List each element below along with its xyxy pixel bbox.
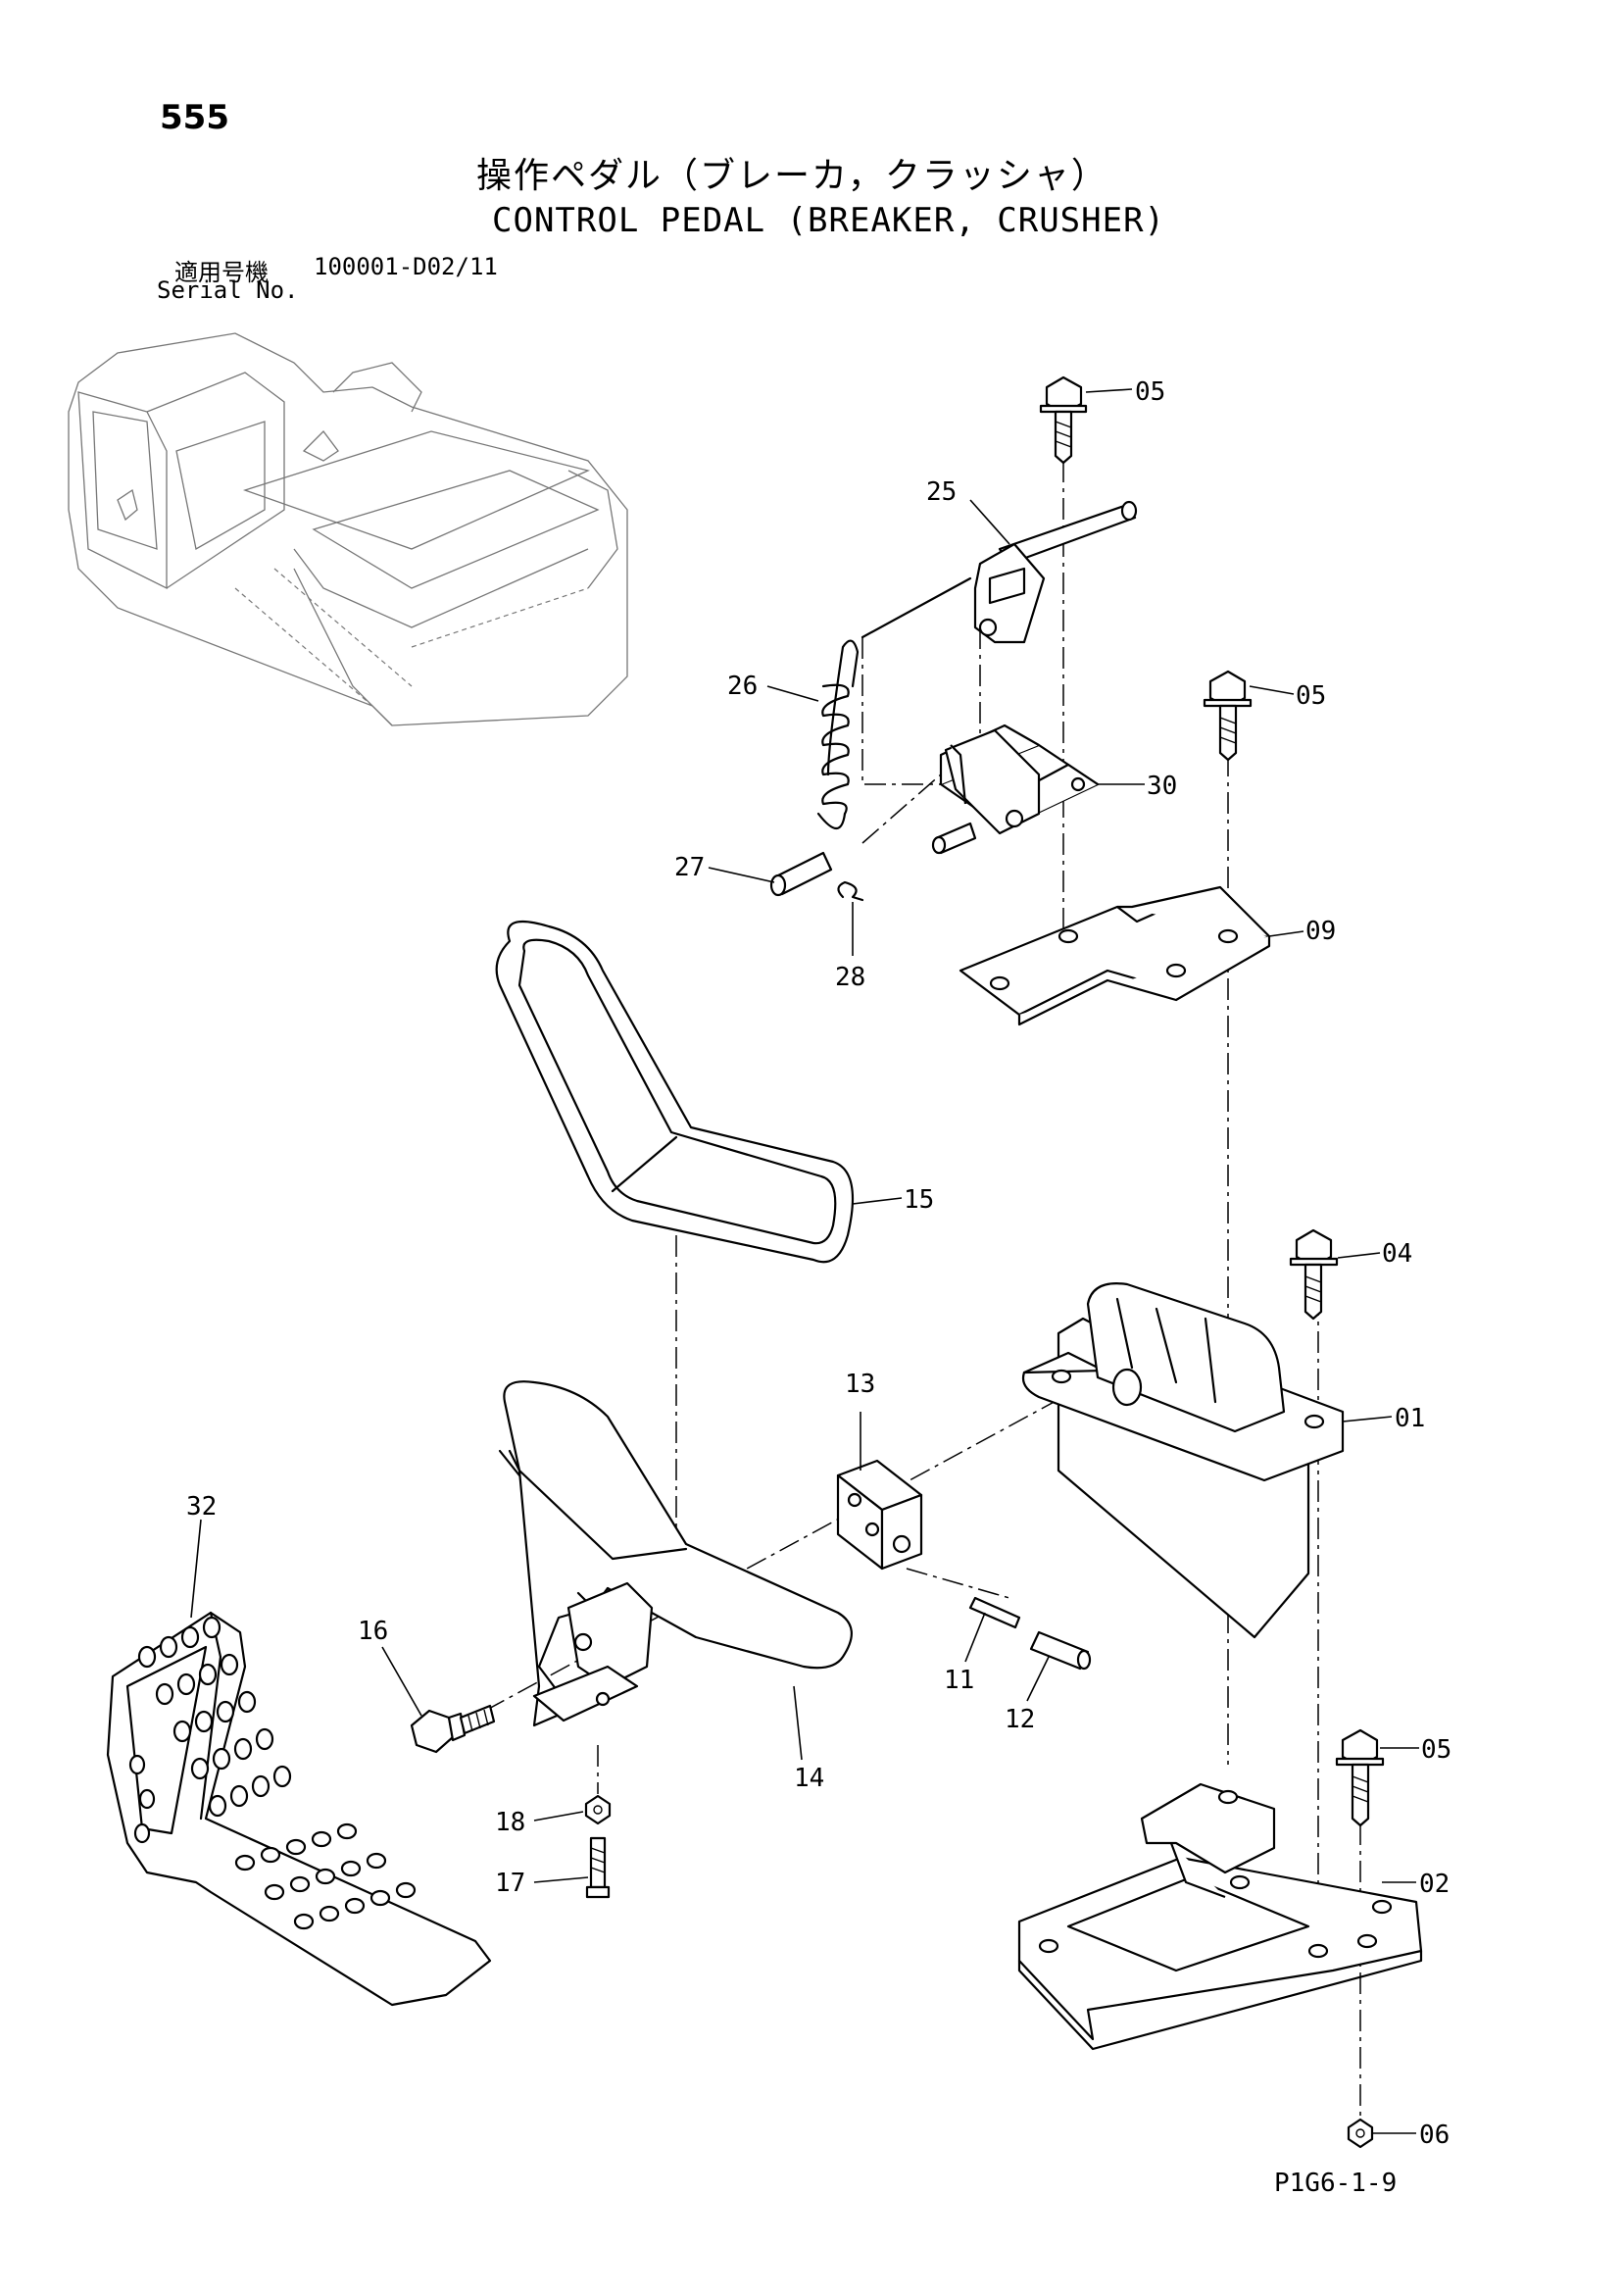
foot-rest-hole	[369, 1889, 391, 1907]
foot-rest-hole	[315, 1868, 336, 1885]
bolt-16	[410, 1704, 496, 1754]
part-label-15: 15	[904, 1185, 934, 1215]
pin-27	[769, 851, 833, 897]
title-english: CONTROL PEDAL (BREAKER, CRUSHER)	[492, 201, 1166, 240]
part-label-09: 09	[1305, 917, 1336, 946]
foot-rest-hole	[319, 1905, 340, 1922]
foot-rest-hole	[336, 1822, 358, 1840]
foot-rest-hole	[233, 1737, 253, 1761]
foot-rest-hole	[340, 1860, 362, 1877]
drawing-code: P1G6-1-9	[1274, 2169, 1398, 2198]
foot-rest-holes	[128, 1616, 417, 1930]
foot-rest-32	[106, 1611, 492, 2007]
part-label-30: 30	[1147, 772, 1177, 801]
bolt-05-middle	[1203, 670, 1253, 762]
part-label-14: 14	[794, 1764, 824, 1793]
part-label-17: 17	[495, 1869, 525, 1898]
foot-rest-hole	[180, 1625, 200, 1649]
foot-rest-hole	[293, 1913, 315, 1930]
pin-11	[968, 1596, 1021, 1629]
nut-18	[584, 1794, 612, 1825]
foot-rest-hole	[285, 1838, 307, 1856]
bushing-12	[1029, 1630, 1092, 1671]
leader-lines	[190, 388, 1419, 2134]
foot-rest-hole	[251, 1774, 270, 1798]
part-labels: 05 25 05 26 30 27 28 09 15 04 01 13 32 1…	[186, 377, 1451, 2150]
foot-rest-mount-hole	[138, 1788, 156, 1810]
serial-label-japanese: 適用号機	[174, 259, 269, 286]
foot-rest-hole	[159, 1635, 178, 1659]
foot-rest-hole	[395, 1881, 417, 1899]
part-label-18: 18	[495, 1808, 525, 1837]
spring-26	[816, 576, 972, 830]
bolt-05-lower	[1335, 1728, 1385, 1827]
foot-rest-hole	[260, 1846, 281, 1864]
foot-rest-hole	[237, 1690, 257, 1714]
foot-rest-hole	[172, 1720, 192, 1743]
part-label-13: 13	[845, 1370, 875, 1399]
foot-rest-hole	[176, 1672, 196, 1696]
pilot-valve-01	[1021, 1282, 1345, 1639]
foot-rest-hole	[229, 1784, 249, 1808]
foot-rest-hole	[202, 1616, 221, 1639]
foot-rest-hole	[220, 1653, 239, 1676]
title-japanese: 操作ペダル（ブレーカ，クラッシャ）	[476, 156, 1108, 196]
serial-value: 100001-D02/11	[314, 253, 498, 280]
part-label-26: 26	[727, 672, 758, 701]
part-label-11: 11	[944, 1666, 974, 1695]
pedal-14	[498, 1380, 853, 1727]
plate-09	[959, 885, 1271, 1026]
foot-rest-hole	[212, 1747, 231, 1771]
pedal-cover-15	[495, 920, 855, 1264]
foot-rest-hole	[190, 1757, 210, 1780]
bolt-17	[585, 1836, 611, 1899]
part-label-05-middle: 05	[1296, 681, 1326, 711]
clip-28	[837, 880, 864, 902]
base-plate-02	[1017, 1782, 1423, 2051]
foot-rest-hole	[311, 1830, 332, 1848]
part-label-16: 16	[358, 1617, 388, 1646]
foot-rest-hole	[366, 1852, 387, 1870]
part-label-06: 06	[1419, 2121, 1450, 2150]
serial-label-english: Serial No.	[157, 276, 299, 304]
part-label-04: 04	[1382, 1239, 1412, 1269]
part-label-05-top: 05	[1135, 377, 1165, 407]
bolt-05-top	[1039, 375, 1088, 465]
page-number: 555	[160, 98, 229, 137]
part-label-32: 32	[186, 1492, 217, 1522]
foot-rest-hole	[194, 1710, 214, 1733]
bracket-30	[931, 724, 1100, 855]
bolt-04	[1289, 1228, 1339, 1321]
foot-rest-hole	[137, 1645, 157, 1669]
foot-rest-hole	[208, 1794, 227, 1818]
foot-rest-mount-hole	[128, 1754, 146, 1775]
foot-rest-hole	[198, 1663, 218, 1686]
foot-rest-mount-hole	[133, 1822, 151, 1844]
part-label-27: 27	[674, 853, 705, 882]
part-label-25: 25	[926, 477, 957, 507]
part-label-02: 02	[1419, 1870, 1450, 1899]
foot-rest-hole	[234, 1854, 256, 1872]
part-label-12: 12	[1005, 1705, 1035, 1734]
foot-rest-hole	[272, 1765, 292, 1788]
foot-rest-hole	[344, 1897, 366, 1915]
lever-25	[973, 500, 1138, 644]
foot-rest-hole	[289, 1875, 311, 1893]
part-label-28: 28	[835, 963, 865, 992]
part-label-01: 01	[1395, 1404, 1425, 1433]
foot-rest-hole	[155, 1682, 174, 1706]
machine-overview-sketch	[68, 332, 628, 726]
foot-rest-hole	[264, 1883, 285, 1901]
nut-06	[1347, 2118, 1374, 2149]
part-label-05-lower: 05	[1421, 1735, 1451, 1765]
foot-rest-hole	[216, 1700, 235, 1723]
foot-rest-hole	[255, 1727, 274, 1751]
block-13	[836, 1459, 923, 1571]
